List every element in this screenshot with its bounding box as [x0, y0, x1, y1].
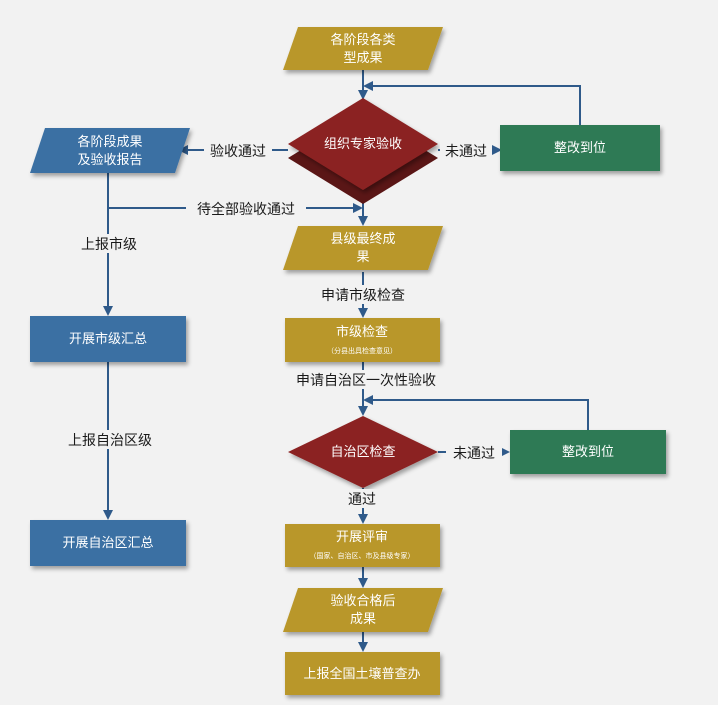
city-check-sub: （分县出具检查意见）: [327, 346, 397, 355]
node-city-check: 市级检查 （分县出具检查意见）: [285, 318, 440, 362]
evaluation-label: 开展评审: [336, 530, 388, 545]
node-rectify-2: 整改到位: [510, 430, 666, 474]
label-apply-city: 申请市级检查: [321, 287, 405, 304]
node-region-summary: 开展自治区汇总: [30, 520, 186, 566]
stage-results-line1: 各阶段各类: [330, 32, 395, 48]
node-stage-results: 各阶段各类 型成果: [283, 27, 443, 70]
node-stage-report: 各阶段成果 及验收报告: [30, 128, 190, 173]
label-report-region: 上报自治区级: [68, 433, 152, 449]
connector-rectify1-loop: [363, 81, 581, 125]
label-apply-region: 申请自治区一次性验收: [296, 373, 436, 389]
label-report-city: 上报市级: [81, 236, 137, 253]
expert-review-label: 组织专家验收: [324, 136, 402, 152]
label-not-pass-2: 未通过: [453, 446, 495, 462]
label-not-pass-1: 未通过: [445, 144, 487, 160]
region-summary-label: 开展自治区汇总: [62, 536, 153, 551]
city-check-label: 市级检查: [336, 324, 388, 340]
stage-report-line1: 各阶段成果: [77, 134, 142, 150]
node-rectify-1: 整改到位: [500, 125, 660, 171]
accepted-line1: 验收合格后: [330, 593, 395, 609]
edge-labels: 验收通过 未通过 待全部验收通过 上报市级 申请市级检查 上报自治区级 申请自治…: [60, 141, 502, 508]
rectify-1-label: 整改到位: [554, 141, 606, 156]
stage-results-line2: 型成果: [343, 51, 382, 66]
node-expert-review: 组织专家验收: [288, 98, 438, 204]
node-national-submit: 上报全国土壤普查办: [285, 652, 440, 695]
stage-report-line2: 及验收报告: [77, 152, 142, 168]
node-city-summary: 开展市级汇总: [30, 316, 186, 362]
connector-rectify2-loop: [363, 395, 589, 430]
county-final-line2: 果: [356, 250, 369, 265]
accepted-line2: 成果: [350, 612, 376, 627]
label-all-pass: 待全部验收通过: [197, 201, 295, 218]
region-check-label: 自治区检查: [330, 445, 395, 460]
city-summary-label: 开展市级汇总: [69, 331, 147, 347]
node-county-final: 县级最终成 果: [283, 226, 443, 270]
national-submit-label: 上报全国土壤普查办: [303, 666, 420, 682]
county-final-line1: 县级最终成: [330, 231, 395, 247]
label-accept-pass: 验收通过: [210, 144, 266, 160]
node-evaluation: 开展评审 （国家、自治区、市及县级专家）: [285, 524, 440, 567]
label-pass: 通过: [348, 492, 376, 508]
node-region-check: 自治区检查: [288, 416, 438, 488]
node-accepted: 验收合格后 成果: [283, 588, 443, 632]
rectify-2-label: 整改到位: [562, 445, 614, 460]
evaluation-sub: （国家、自治区、市及县级专家）: [310, 551, 415, 560]
